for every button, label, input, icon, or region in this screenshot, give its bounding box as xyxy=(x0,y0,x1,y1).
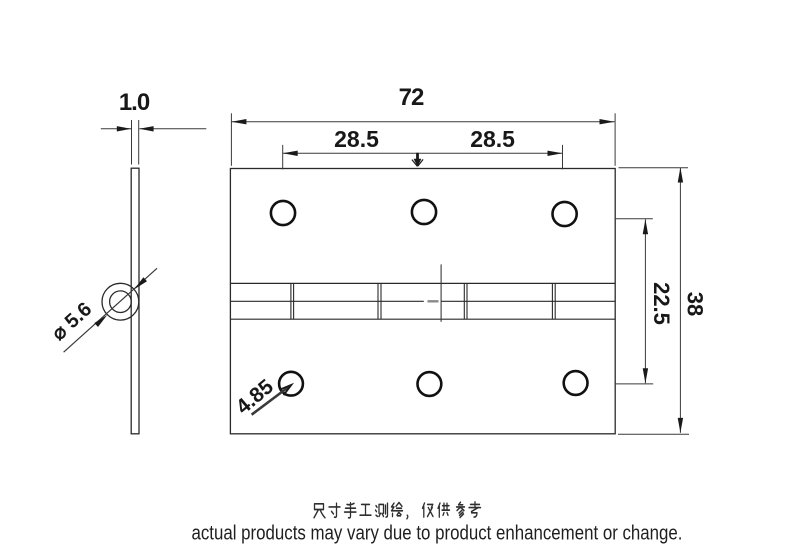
svg-text:72: 72 xyxy=(399,84,424,111)
svg-text:28.5: 28.5 xyxy=(470,126,515,152)
svg-text:22.5: 22.5 xyxy=(649,282,674,325)
svg-text:1.0: 1.0 xyxy=(119,89,150,116)
svg-text:actual products may vary due t: actual products may vary due to product … xyxy=(192,522,683,545)
svg-text:38: 38 xyxy=(683,292,708,316)
svg-text:28.5: 28.5 xyxy=(334,126,379,152)
